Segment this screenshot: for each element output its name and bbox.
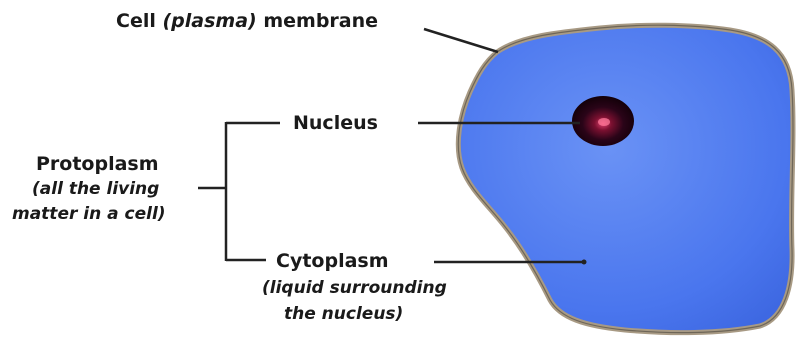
cell-membrane-label-suffix: membrane: [257, 10, 378, 32]
protoplasm-note-line1: (all the living: [32, 181, 159, 198]
protoplasm-note-line2: matter in a cell): [12, 206, 166, 223]
cytoplasm-pointer-dot: [582, 260, 587, 265]
cell-membrane-outline: [458, 25, 793, 332]
cytoplasm-note-line2: the nucleus): [284, 306, 403, 323]
cell-membrane-label: Cell (plasma) membrane: [116, 12, 378, 31]
cell-membrane-label-italic: (plasma): [162, 10, 256, 32]
nucleus-label: Nucleus: [293, 114, 378, 133]
cytoplasm-note-line1: (liquid surrounding: [262, 280, 447, 297]
protoplasm-label: Protoplasm: [36, 155, 159, 174]
nucleus-highlight: [598, 118, 610, 126]
cytoplasm-label: Cytoplasm: [276, 252, 389, 271]
cell-membrane-label-prefix: Cell: [116, 10, 162, 32]
membrane-leader-line: [424, 29, 498, 52]
